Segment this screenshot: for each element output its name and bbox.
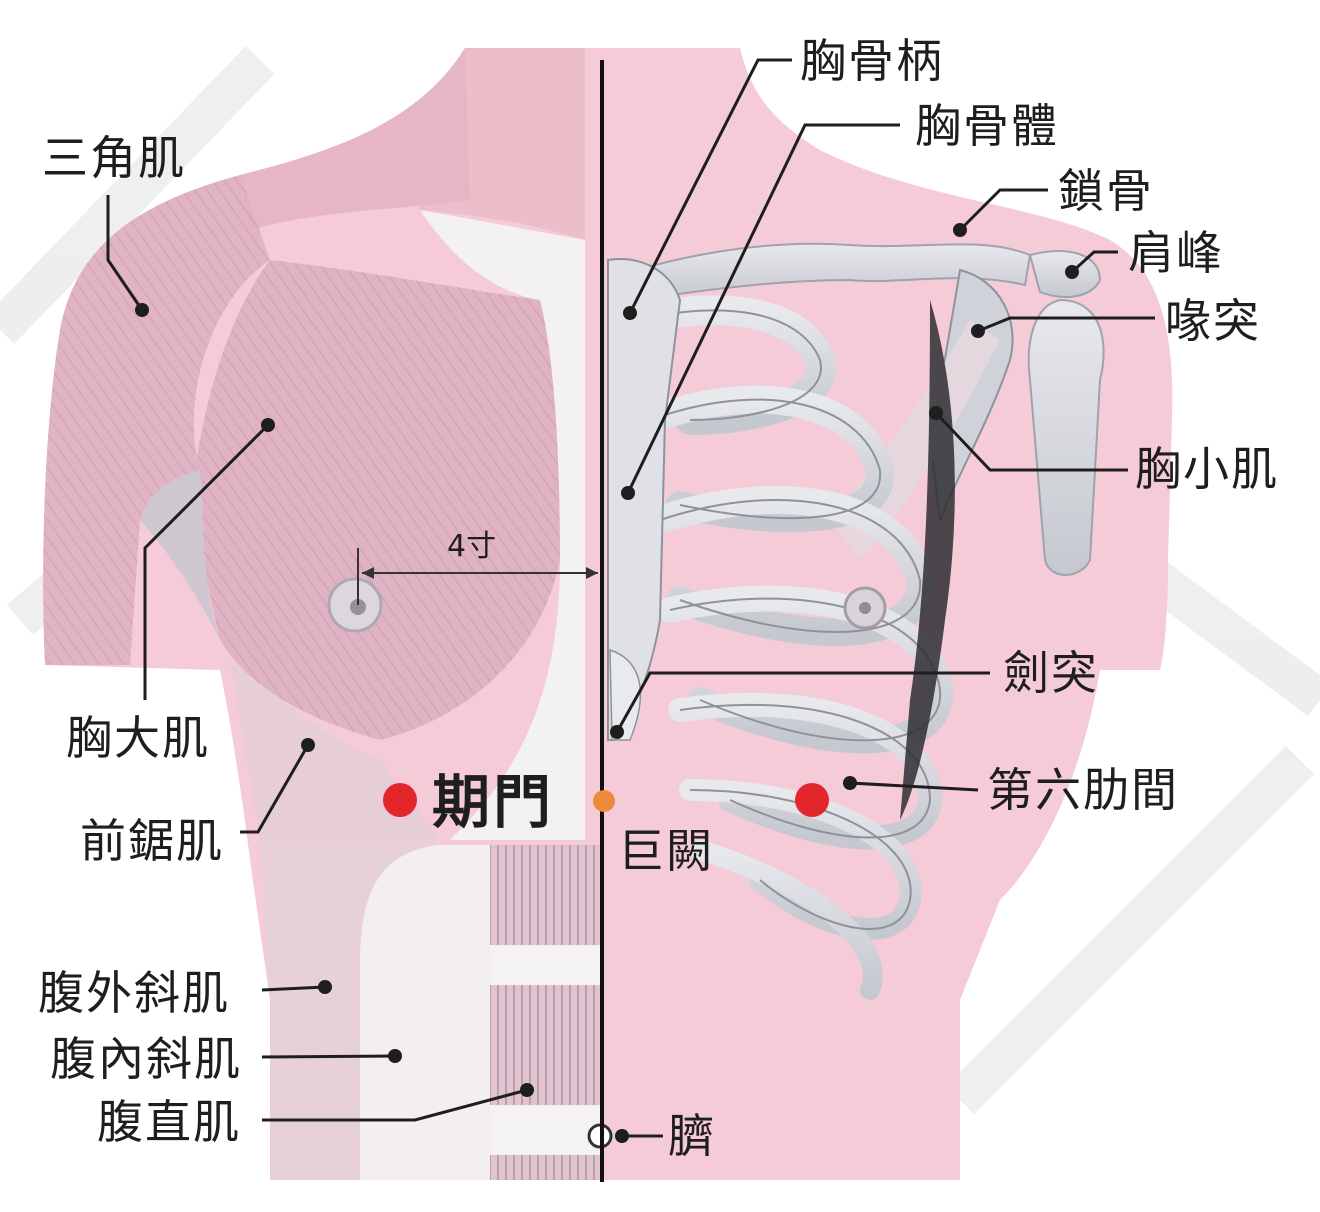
clavicle-bone (618, 242, 1032, 302)
label-xiphoid: 劍突 (1003, 646, 1099, 700)
rectus-tendon-band (490, 1105, 600, 1155)
rectus-tendon-band (490, 945, 600, 985)
label-qimen: 期門 (432, 768, 555, 836)
axilla-shadow (140, 470, 220, 640)
label-navel: 臍 (668, 1109, 716, 1163)
label-external-oblique: 腹外斜肌 (38, 966, 230, 1020)
oblique-muscle (260, 840, 440, 1180)
rib-outlines (639, 309, 942, 930)
leader-lines (106, 58, 1155, 1138)
label-pectoralis-minor: 胸小肌 (1135, 442, 1279, 496)
label-juque: 巨闕 (618, 824, 714, 878)
label-coracoid: 喙突 (1165, 294, 1261, 348)
arrowhead-right (586, 567, 598, 579)
label-internal-oblique: 腹內斜肌 (50, 1032, 242, 1086)
label-sixth-intercostal: 第六肋間 (987, 763, 1179, 817)
label-manubrium: 胸骨柄 (800, 34, 944, 88)
label-pectoralis-major: 胸大肌 (66, 711, 210, 765)
label-clavicle: 鎖骨 (1058, 164, 1154, 218)
deltoid-muscle (43, 175, 270, 665)
qimen-acupoint-left (383, 783, 417, 817)
label-rectus-abdominis: 腹直肌 (97, 1095, 241, 1149)
rib-cage-shadow (900, 300, 955, 820)
pectoralis-major-muscle (196, 260, 560, 740)
right-nipple-center (859, 602, 871, 614)
leader-dots (135, 223, 1079, 1143)
arrowhead-left (362, 567, 374, 579)
juque-acupoint (593, 790, 615, 812)
label-deltoid: 三角肌 (42, 131, 186, 185)
label-serratus-anterior: 前鋸肌 (80, 814, 224, 868)
left-abdomen-white (420, 210, 585, 840)
label-sternum-body: 胸骨體 (915, 99, 1059, 153)
left-trapezius (240, 48, 470, 230)
qimen-acupoint-right (795, 783, 829, 817)
left-nipple-center (350, 599, 366, 615)
humerus-bone (1027, 298, 1105, 576)
label-distance: 4寸 (447, 529, 497, 564)
label-acromion: 肩峰 (1128, 226, 1224, 280)
